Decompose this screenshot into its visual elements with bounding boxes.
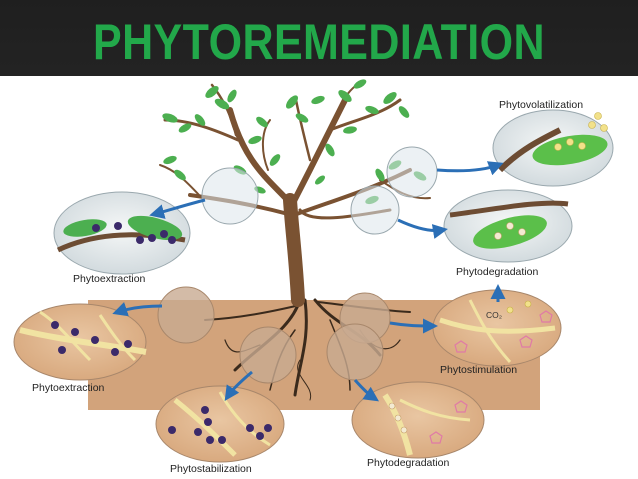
label-phytoextraction-bottom: Phytoextraction	[32, 382, 105, 394]
co2-label: CO₂	[486, 310, 502, 320]
bubble-phytodegradation-top	[443, 189, 573, 263]
bubble-phytoextraction-top	[53, 191, 191, 275]
label-phytoextraction-top: Phytoextraction	[73, 273, 146, 285]
label-phytodegradation-top: Phytodegradation	[456, 266, 538, 278]
bubble-phytodegradation-bottom	[351, 381, 485, 459]
slide-title: PHYTOREMEDIATION	[92, 14, 546, 70]
bubble-phytostabilization	[155, 385, 285, 463]
soil-magnifier-circles	[157, 286, 391, 384]
bubble-phytostimulation: CO₂	[432, 289, 562, 367]
label-phytostimulation: Phytostimulation	[440, 364, 517, 376]
bubble-phytoextraction-bottom	[13, 303, 147, 381]
arrows	[112, 161, 506, 402]
label-phytodegradation-bottom: Phytodegradation	[367, 457, 449, 469]
label-phytostabilization: Phytostabilization	[170, 463, 252, 475]
tree-magnifier-circles	[201, 146, 438, 235]
label-phytovolatilization: Phytovolatilization	[499, 99, 583, 111]
leaves	[162, 79, 427, 205]
bubble-phytovolatilization	[492, 109, 614, 187]
